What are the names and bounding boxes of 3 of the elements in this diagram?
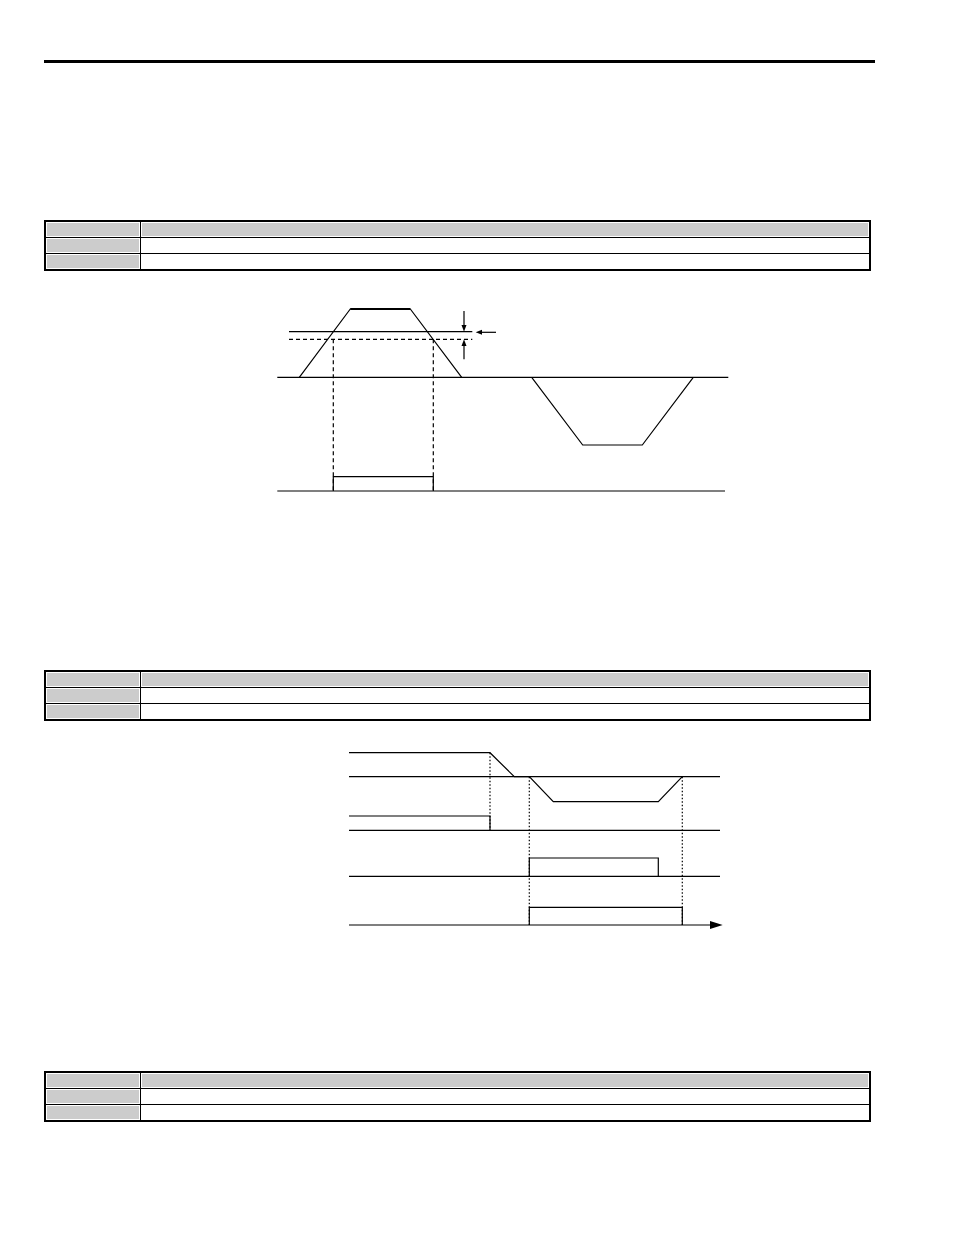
parameter-table [44,220,871,271]
parameter-table [44,670,871,721]
parameter-table [44,1071,871,1122]
